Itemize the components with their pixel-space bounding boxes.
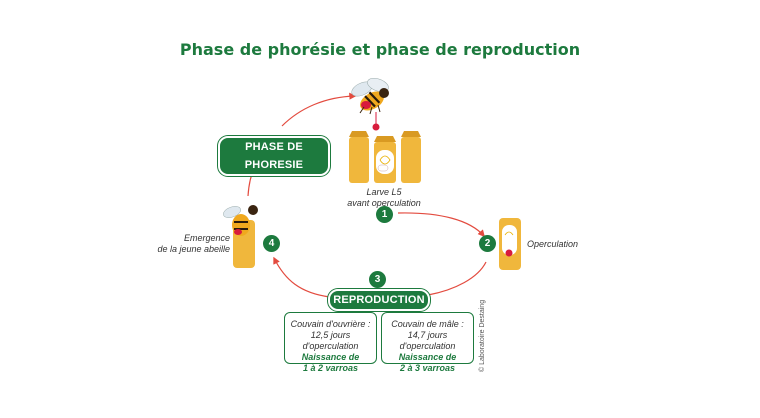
diagram-title: Phase de phorésie et phase de reproducti… — [179, 40, 581, 59]
varroa-mite-icon — [372, 123, 380, 131]
step-1-marker: 1 — [376, 206, 393, 223]
worker-brood-box: Couvain d'ouvrière : 12,5 jours d'opercu… — [284, 312, 377, 373]
step4-label: Emergence de la jeune abeille — [157, 233, 230, 254]
arrow-reproduction-to-step4 — [273, 256, 331, 298]
step-2-marker: 2 — [479, 235, 496, 252]
capped-cell-icon — [499, 218, 521, 270]
phase-phoresie-badge: PHASE DE PHORESIE — [218, 136, 330, 176]
step-3-marker: 3 — [369, 271, 386, 288]
bee-top-icon — [351, 77, 389, 115]
arrow-phoresie-to-larva — [281, 92, 357, 127]
emerging-bee-icon — [223, 205, 258, 268]
step2-label: Operculation — [527, 239, 579, 249]
brood-cells-icon — [349, 131, 421, 183]
step1-label: Larve L5 avant operculation — [347, 187, 421, 208]
arrow-step2-to-reproduction — [427, 261, 487, 296]
arrow-step1-to-step2 — [397, 212, 485, 238]
copyright-credit: © Laboratoire Destaing — [479, 299, 486, 372]
drone-brood-box: Couvain de mâle : 14,7 jours d'operculat… — [381, 312, 474, 373]
reproduction-badge: REPRODUCTION — [328, 289, 430, 311]
step-4-marker: 4 — [263, 235, 280, 252]
